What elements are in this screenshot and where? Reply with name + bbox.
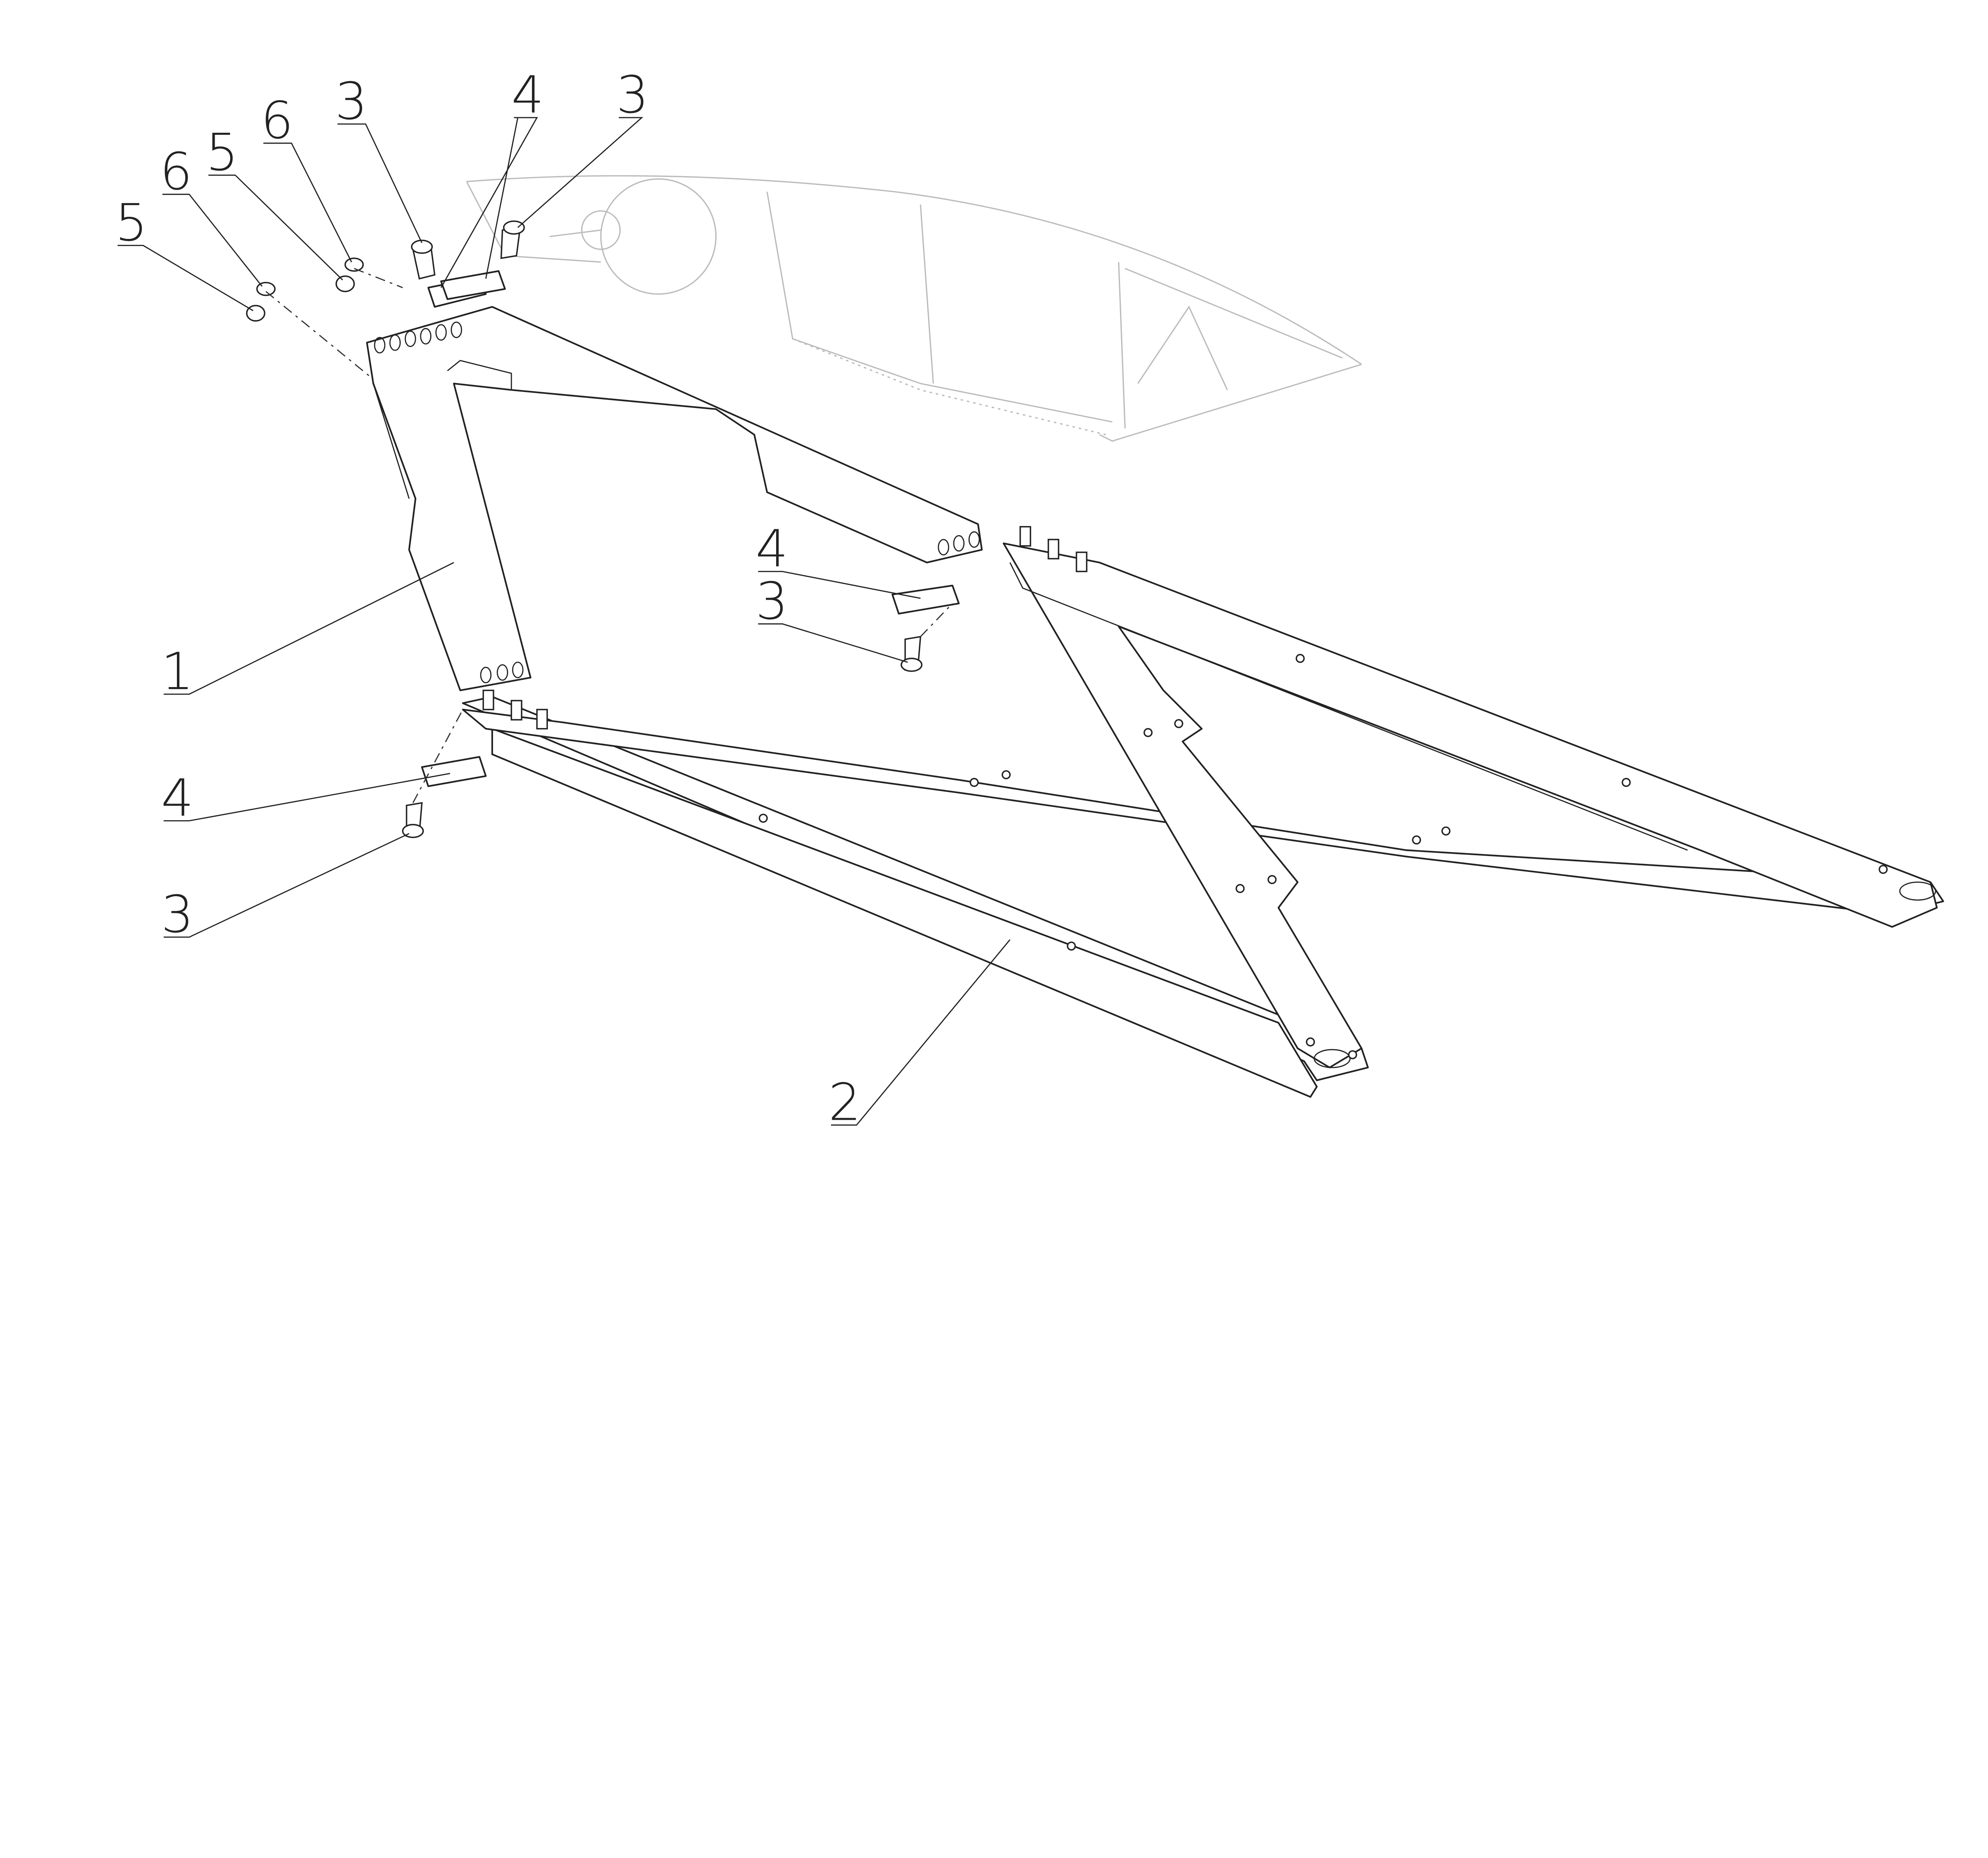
callouts: 5 6 5 6 3 4 3 1 4 3 4 3 2 — [115, 66, 1011, 1132]
callout-4: 4 — [755, 519, 788, 579]
callout-2: 2 — [829, 1073, 861, 1132]
callout-3: 3 — [335, 72, 367, 131]
part-1-arm — [366, 306, 983, 691]
callout-6: 6 — [160, 142, 192, 202]
assembly-drawing: 5 6 5 6 3 4 3 1 4 3 4 3 2 — [115, 66, 1944, 1132]
callout-3: 3 — [161, 885, 194, 944]
callout-3: 3 — [755, 572, 788, 631]
callout-1: 1 — [161, 642, 194, 701]
frame-pins — [482, 526, 1888, 1060]
callout-6: 6 — [261, 91, 293, 150]
callout-5: 5 — [206, 123, 239, 182]
part-2-frame — [462, 526, 1944, 1098]
callout-5: 5 — [115, 194, 148, 253]
fasteners — [246, 220, 953, 838]
callout-4: 4 — [161, 769, 194, 828]
callout-4: 4 — [511, 66, 544, 125]
background-machine — [466, 175, 1362, 442]
callout-3: 3 — [616, 66, 649, 125]
plates-4 — [421, 270, 960, 787]
